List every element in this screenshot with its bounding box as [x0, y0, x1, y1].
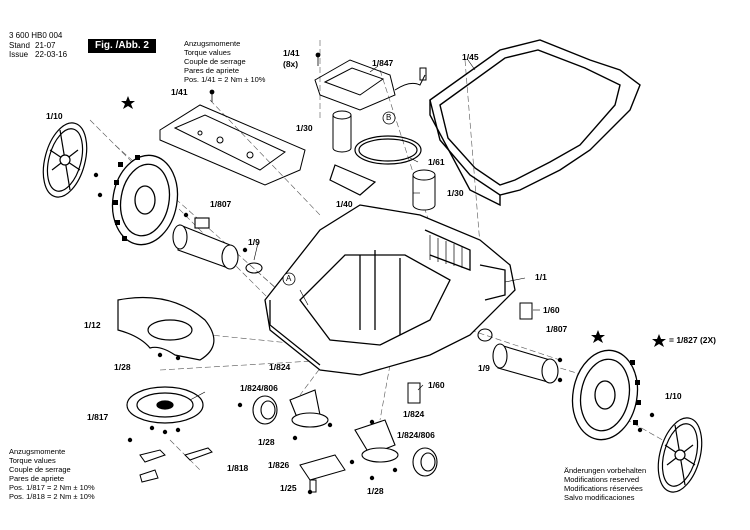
label-1-807-left: 1/807: [210, 199, 232, 209]
label-1-824-b: 1/824: [403, 409, 425, 419]
circuit-board: [159, 104, 306, 186]
label-1-41-qty: (8x): [283, 59, 299, 69]
star-note: = 1/827 (2X): [669, 335, 717, 345]
torque-bottom-pos-1: Pos. 1/817 = 2 Nm ± 10%: [9, 483, 95, 492]
label-1-28-mid: 1/28: [258, 437, 275, 447]
label-1-818: 1/818: [227, 463, 249, 473]
label-1-60-a: 1/60: [543, 305, 560, 315]
blades: [139, 447, 213, 483]
label-1-826: 1/826: [268, 460, 290, 470]
figure-tag: Fig. /Abb. 2: [88, 39, 156, 53]
right-hub-cap: [657, 417, 703, 493]
right-wheel: [571, 349, 641, 441]
torque-bottom-line-2: Torque values: [9, 456, 56, 465]
label-1-1: 1/1: [535, 272, 547, 282]
stand-label: Stand: [9, 41, 30, 50]
torque-bottom-line-1: Anzugsmomente: [9, 447, 66, 456]
blade-disc: [126, 386, 204, 424]
label-1-30-a: 1/30: [296, 123, 313, 133]
seal-ring: [329, 135, 422, 196]
modifications-line-3: Modifications réservées: [564, 484, 643, 493]
small-blocks: [407, 302, 533, 404]
chassis-ribs: [429, 235, 463, 268]
right-motor: [477, 328, 559, 384]
label-1-824-806-b: 1/824/806: [397, 430, 435, 440]
left-wheel: [111, 154, 179, 246]
label-1-847: 1/847: [372, 58, 394, 68]
modifications-line-4: Salvo modificaciones: [564, 493, 635, 502]
torque-top-line-1: Anzugsmomente: [184, 39, 241, 48]
torque-top-line-3: Couple de serrage: [184, 57, 246, 66]
label-1-25: 1/25: [280, 483, 297, 493]
label-1-824-a: 1/824: [269, 362, 291, 372]
label-1-9-right: 1/9: [478, 363, 490, 373]
label-1-41-top: 1/41: [283, 48, 300, 58]
label-1-45: 1/45: [462, 52, 479, 62]
stand-value: 21-07: [35, 41, 56, 50]
screws: [93, 52, 655, 495]
callout-a: A: [286, 274, 292, 283]
callout-circles: [282, 111, 396, 286]
issue-value: 22-03-16: [35, 50, 68, 59]
cover-frame: [429, 39, 641, 207]
label-1-10-left: 1/10: [46, 111, 63, 121]
left-motor: [172, 217, 263, 274]
document-number: 3 600 HB0 004: [9, 31, 63, 40]
label-1-41-left: 1/41: [171, 87, 188, 97]
torque-bottom-pos-2: Pos. 1/818 = 2 Nm ± 10%: [9, 492, 95, 501]
battery-cells: [332, 110, 436, 211]
blade-guard: [117, 296, 215, 361]
label-1-30-b: 1/30: [447, 188, 464, 198]
label-1-12: 1/12: [84, 320, 101, 330]
label-1-60-b: 1/60: [428, 380, 445, 390]
issue-label: Issue: [9, 50, 29, 59]
bracket: [299, 454, 346, 493]
torque-top-line-2: Torque values: [184, 48, 231, 57]
label-1-9-left: 1/9: [248, 237, 260, 247]
left-hub-cap: [42, 122, 88, 198]
torque-top-line-4: Pares de apriete: [184, 66, 240, 75]
label-1-10-right: 1/10: [665, 391, 682, 401]
torque-top-pos: Pos. 1/41 = 2 Nm ± 10%: [184, 75, 266, 84]
callout-b: B: [386, 113, 392, 122]
label-1-40: 1/40: [336, 199, 353, 209]
modifications-line-1: Änderungen vorbehalten: [564, 466, 647, 475]
label-1-817: 1/817: [87, 412, 109, 422]
electronics-housing: [314, 59, 427, 111]
torque-bottom-line-4: Pares de apriete: [9, 474, 65, 483]
torque-bottom-line-3: Couple de serrage: [9, 465, 71, 474]
label-1-28-bottom: 1/28: [367, 486, 384, 496]
caster-wheels: [252, 389, 438, 477]
label-1-61: 1/61: [428, 157, 445, 167]
label-1-824-806-a: 1/824/806: [240, 383, 278, 393]
leader-lines: [189, 59, 540, 401]
modifications-line-2: Modifications reserved: [564, 475, 640, 484]
label-1-28-left: 1/28: [114, 362, 131, 372]
label-1-807-right: 1/807: [546, 324, 568, 334]
chassis: [264, 204, 516, 376]
star-marks: [121, 96, 666, 347]
